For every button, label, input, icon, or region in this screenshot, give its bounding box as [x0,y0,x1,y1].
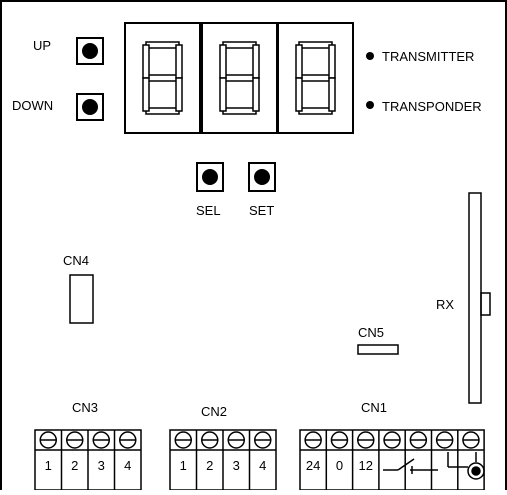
display-segment [145,74,180,82]
display-segment [142,44,150,79]
cn1-label: CN1 [361,400,387,415]
display-segment [298,107,333,115]
terminal-number: 3 [233,458,240,473]
display-segment [145,107,180,115]
sel-button[interactable] [196,162,224,192]
display-segment [298,74,333,82]
display-segment [222,41,257,49]
display-segment [142,77,150,112]
terminal-number: 2 [71,458,78,473]
terminal-screw-icon [330,431,349,449]
cn3-terminal-block: 1 2 3 4 [34,429,142,491]
terminal-screw-icon [92,431,110,449]
terminal-number: 2 [206,458,213,473]
up-button[interactable] [76,37,104,65]
terminal-screw-icon [304,431,322,449]
down-button-label: DOWN [12,98,53,113]
transponder-led-icon [366,101,374,109]
rx-module [468,192,491,404]
display-digit [124,22,201,134]
cn2-terminal-block: 1 2 3 4 [169,429,277,491]
terminal-screw-icon [39,431,57,449]
cn1-terminal-block: 24 0 12 [299,429,485,491]
display-segment [252,44,260,79]
terminal-screw-icon [66,431,84,449]
lamp-output-icon [447,452,485,480]
terminal-screw-icon [435,431,454,449]
display-segment [295,44,303,79]
terminal-number: 3 [98,458,105,473]
terminal-number: 4 [124,458,131,473]
terminal-screw-icon [119,431,137,449]
terminal-number: 24 [306,458,320,473]
display-segment [222,74,257,82]
display-segment [219,44,227,79]
cn4-connector [69,274,94,324]
terminal-screw-icon [201,431,219,449]
terminal-number: 4 [259,458,266,473]
set-button-label: SET [249,203,274,218]
terminal-screw-icon [409,431,428,449]
terminal-screw-icon [254,431,272,449]
display-segment [145,41,180,49]
down-button[interactable] [76,93,104,121]
display-segment [219,77,227,112]
display-segment [295,77,303,112]
terminal-screw-icon [462,431,480,449]
cn2-label: CN2 [201,404,227,419]
display-segment [328,44,336,79]
terminal-number: 1 [45,458,52,473]
display-segment [252,77,260,112]
seven-segment-display [124,22,354,134]
switch-contact-icon [383,458,438,474]
terminal-number: 0 [336,458,343,473]
cn3-label: CN3 [72,400,98,415]
cn5-connector [357,344,399,355]
terminal-screw-icon [227,431,245,449]
display-segment [328,77,336,112]
sel-button-label: SEL [196,203,221,218]
transmitter-label: TRANSMITTER [382,49,474,64]
terminal-screw-icon [383,431,401,449]
terminal-screw-icon [174,431,192,449]
rx-label: RX [436,297,454,312]
display-segment [222,107,257,115]
transponder-label: TRANSPONDER [382,99,482,114]
display-segment [175,44,183,79]
display-digit [277,22,354,134]
display-segment [175,77,183,112]
display-digit [201,22,278,134]
terminal-number: 12 [359,458,373,473]
terminal-screw-icon [357,431,375,449]
set-button[interactable] [248,162,276,192]
terminal-number: 1 [180,458,187,473]
display-segment [298,41,333,49]
transmitter-led-icon [366,52,374,60]
up-button-label: UP [33,38,51,53]
cn5-label: CN5 [358,325,384,340]
cn4-label: CN4 [63,253,89,268]
